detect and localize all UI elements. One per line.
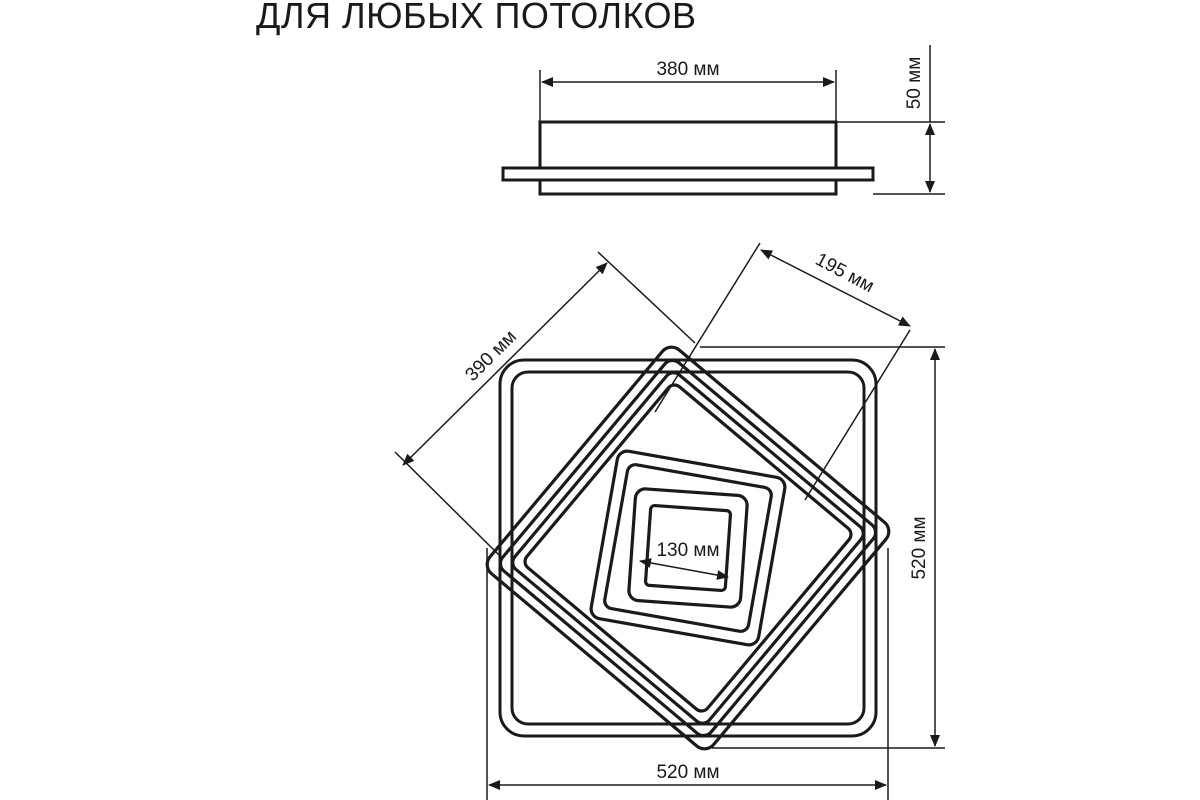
ring-middle-1 — [589, 449, 787, 647]
side-height-dimension — [836, 45, 945, 195]
total-height-label: 520 мм — [909, 516, 930, 579]
ring-outer-3 — [511, 371, 865, 725]
ring-center-inner — [643, 503, 733, 593]
total-height-dimension — [700, 346, 945, 749]
side-width-dimension — [539, 70, 837, 122]
ring-center-outer — [627, 487, 749, 609]
diagram-title: ДЛЯ ЛЮБЫХ ПОТОЛКОВ — [256, 0, 697, 36]
side-view-body — [538, 120, 838, 196]
diagonal-inner-label: 195 мм — [812, 249, 878, 297]
diagonal-inner-dimension — [654, 242, 911, 501]
side-width-label: 380 мм — [656, 59, 719, 80]
side-height-label: 50 мм — [904, 57, 925, 110]
ring-middle-2 — [603, 463, 773, 633]
total-width-label: 520 мм — [656, 762, 719, 783]
side-view-base-plate — [501, 166, 875, 182]
ring-outer-4 — [523, 383, 853, 713]
total-width-dimension — [486, 548, 889, 800]
center-square-label: 130 мм — [656, 540, 719, 561]
side-view — [501, 120, 875, 196]
center-square-dimension — [639, 558, 729, 580]
diagonal-outer-dimension — [394, 251, 696, 557]
